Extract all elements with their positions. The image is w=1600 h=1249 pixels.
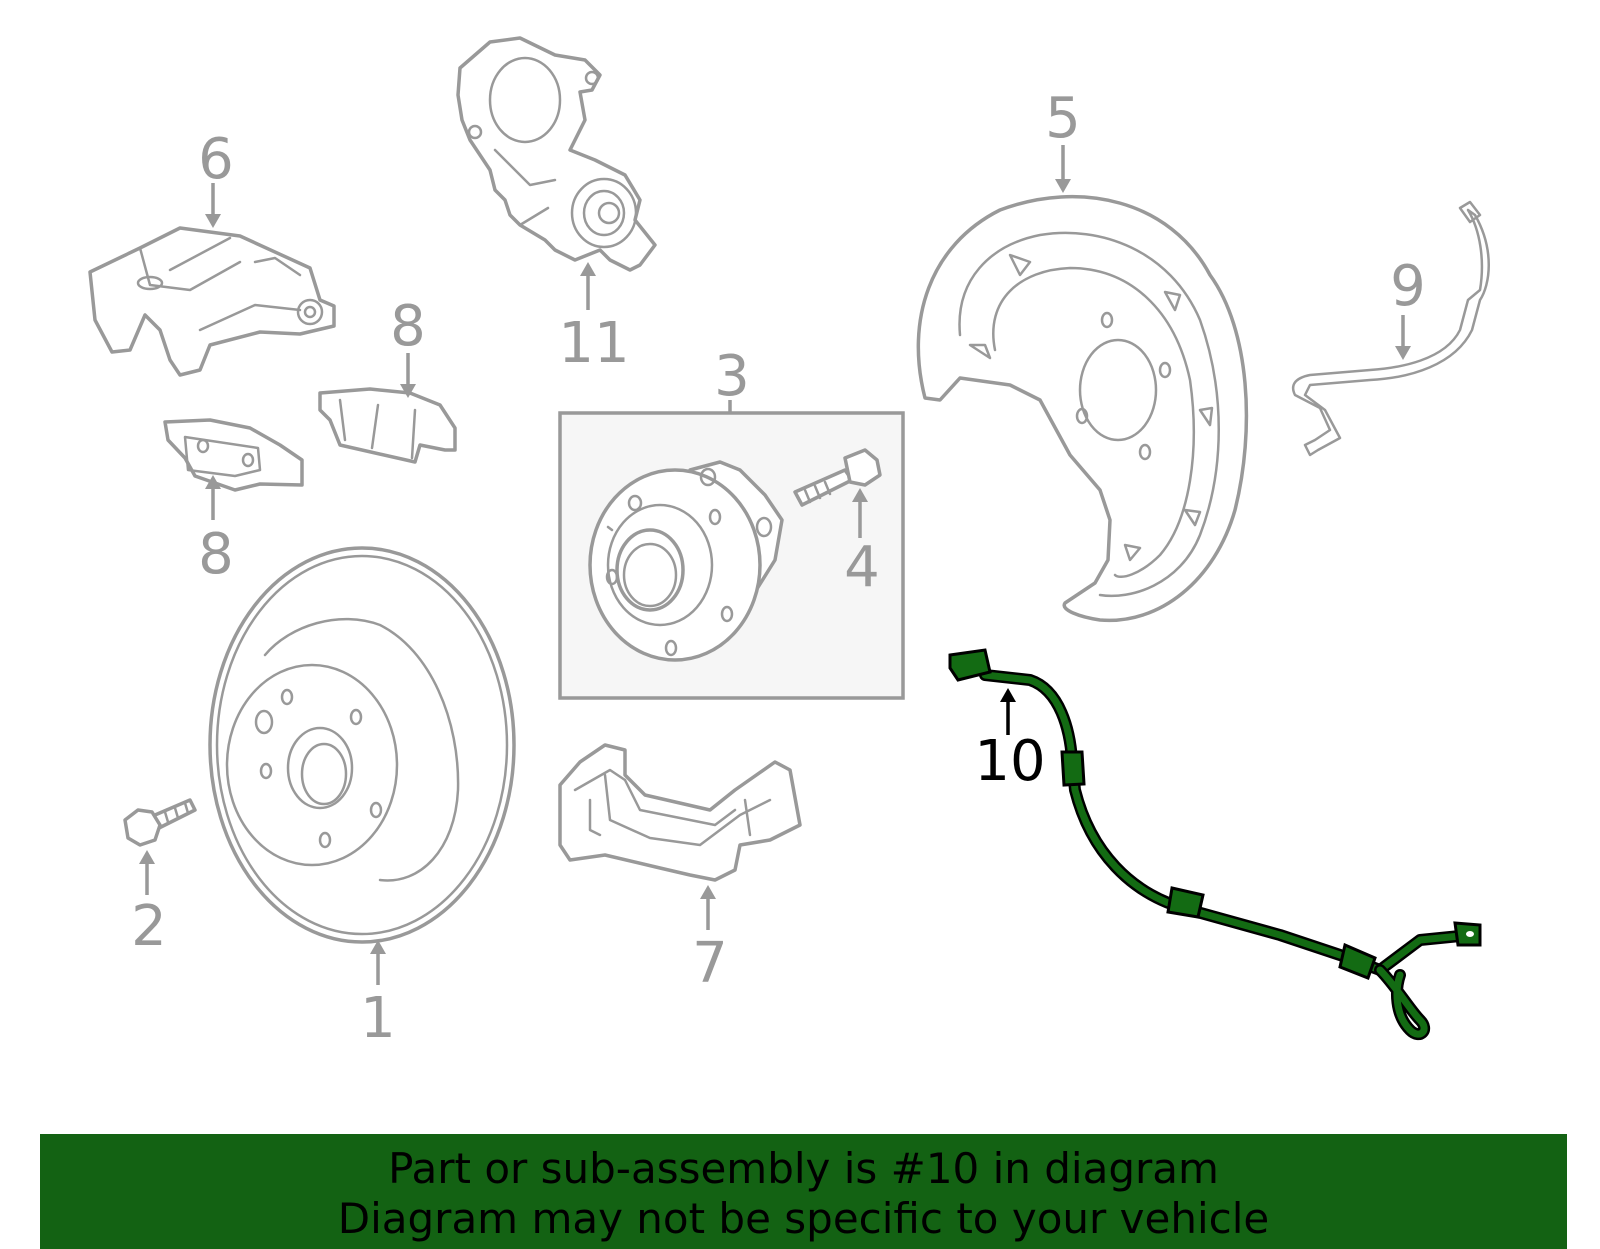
part-11-knuckle[interactable] bbox=[456, 36, 657, 272]
callout-11: 11 bbox=[558, 311, 629, 376]
part-4-bolt[interactable] bbox=[793, 448, 882, 507]
callout-3: 3 bbox=[714, 344, 750, 409]
callout-1: 1 bbox=[360, 986, 396, 1051]
info-banner: Part or sub-assembly is #10 in diagram D… bbox=[40, 1134, 1567, 1249]
leader-arrows bbox=[139, 145, 1411, 985]
callout-labels: 6 8 8 11 3 4 5 9 2 1 7 10 bbox=[131, 86, 1426, 1051]
callout-5: 5 bbox=[1045, 86, 1081, 151]
callout-6: 6 bbox=[198, 127, 234, 192]
callout-10: 10 bbox=[974, 729, 1045, 794]
part-9-brake-hose[interactable] bbox=[1291, 200, 1490, 457]
part-2-screw[interactable] bbox=[123, 798, 197, 847]
banner-line-2: Diagram may not be specific to your vehi… bbox=[337, 1194, 1270, 1243]
callout-9: 9 bbox=[1390, 254, 1426, 319]
part-8-pad-upper[interactable] bbox=[318, 387, 457, 464]
part-7-caliper-bracket[interactable] bbox=[558, 743, 802, 882]
banner-line-1: Part or sub-assembly is #10 in diagram bbox=[388, 1144, 1219, 1193]
part-8-pad-lower[interactable] bbox=[163, 418, 304, 492]
part-5-backing-plate[interactable] bbox=[916, 194, 1249, 623]
callout-7: 7 bbox=[692, 931, 728, 996]
part-1-rotor[interactable] bbox=[208, 546, 516, 944]
part-3-hub-assembly[interactable] bbox=[558, 411, 905, 700]
callout-8-upper: 8 bbox=[390, 294, 426, 359]
callout-4: 4 bbox=[844, 535, 880, 600]
part-6-caliper[interactable] bbox=[88, 226, 336, 377]
callout-8-lower: 8 bbox=[198, 522, 234, 587]
part-10-wheel-speed-sensor[interactable] bbox=[948, 648, 1482, 1041]
callout-2: 2 bbox=[131, 894, 167, 959]
